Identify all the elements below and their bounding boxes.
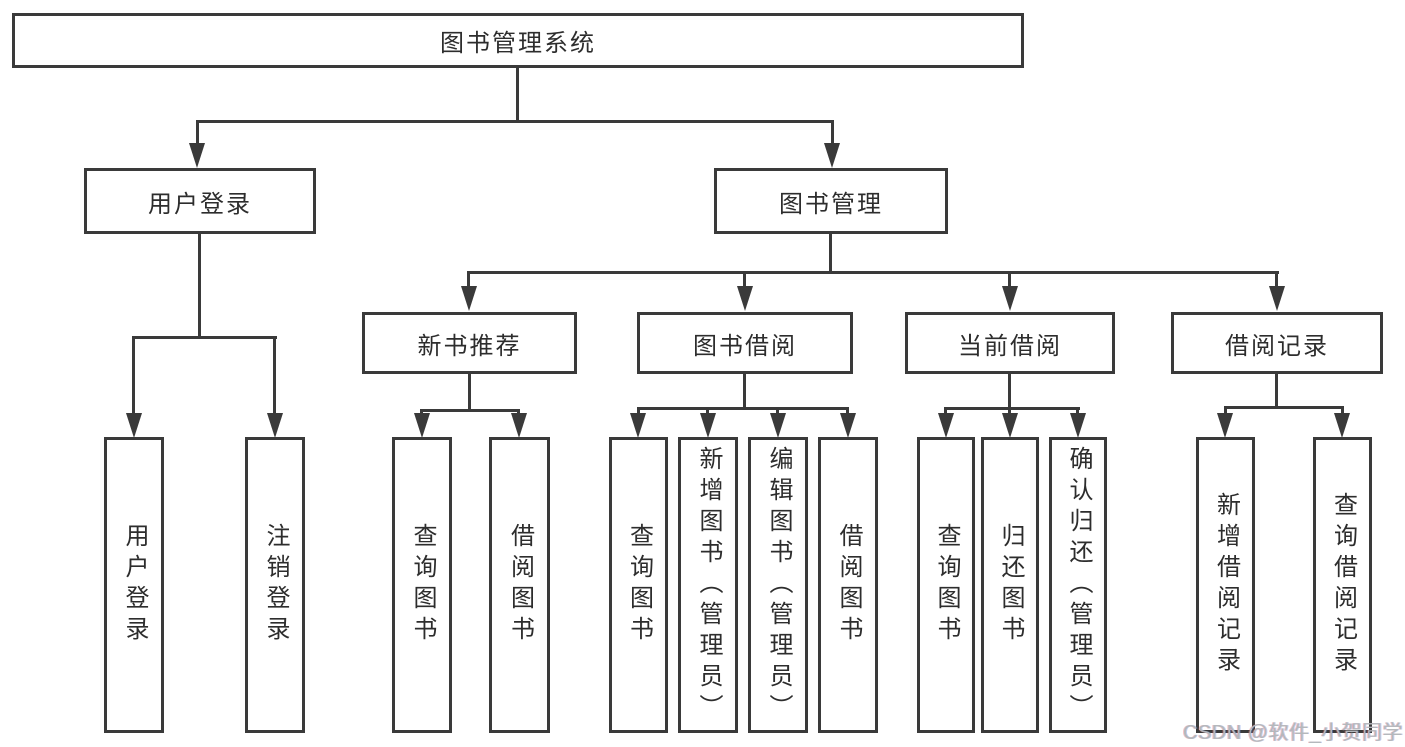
connector-line (637, 407, 849, 410)
leaf-label: 新增借阅记录 (1212, 492, 1240, 678)
arrow-down-icon (824, 143, 840, 168)
connector-line (420, 409, 423, 415)
leaf-confirm-return-admin: 确认归还（管理员） (1049, 437, 1107, 733)
connector-line (776, 407, 779, 415)
leaf-search-books-borrowing: 查询图书 (609, 437, 668, 733)
connector-line (468, 271, 1279, 274)
leaf-borrow-books-borrowing: 借阅图书 (818, 437, 878, 733)
leaf-label: 注销登录 (262, 523, 289, 647)
leaf-label: 借阅图书 (506, 523, 534, 647)
connector-line (467, 271, 470, 290)
connector-line (1224, 406, 1344, 409)
connector-line (831, 120, 834, 146)
node-book-borrowing: 图书借阅 (637, 312, 853, 374)
connector-line (1008, 374, 1011, 407)
connector-line (516, 68, 519, 120)
leaf-label: 用户登录 (121, 523, 148, 647)
connector-line (637, 407, 640, 415)
leaf-label: 确认归还（管理员） (1065, 445, 1092, 725)
arrow-down-icon (267, 413, 283, 438)
arrow-down-icon (700, 413, 716, 438)
connector-line (196, 120, 834, 123)
connector-line (706, 407, 709, 415)
connector-line (468, 374, 471, 409)
arrow-down-icon (1002, 413, 1018, 438)
arrow-down-icon (630, 413, 646, 438)
arrow-down-icon (511, 413, 527, 438)
connector-line (1275, 374, 1278, 406)
node-label: 借阅记录 (1225, 332, 1329, 360)
arrow-down-icon (1070, 413, 1086, 438)
connector-line (132, 336, 135, 415)
leaf-borrow-books-recommend: 借阅图书 (489, 437, 550, 733)
node-label: 用户登录 (148, 190, 252, 218)
connector-line (1008, 407, 1011, 415)
leaf-label: 查询图书 (625, 523, 653, 647)
arrow-down-icon (737, 286, 753, 311)
leaf-search-borrow-record: 查询借阅记录 (1313, 437, 1372, 733)
node-label: 图书借阅 (693, 332, 797, 360)
leaf-label: 新增图书（管理员） (695, 445, 722, 725)
arrow-down-icon (840, 413, 856, 438)
connector-line (132, 336, 277, 339)
leaf-label: 查询图书 (409, 523, 436, 647)
connector-line (1076, 407, 1079, 415)
node-label: 新书推荐 (417, 332, 522, 360)
leaf-return-books: 归还图书 (981, 437, 1039, 733)
leaf-logout: 注销登录 (245, 437, 305, 733)
connector-line (829, 234, 832, 271)
connector-line (1008, 271, 1011, 290)
leaf-search-books-recommend: 查询图书 (392, 437, 452, 733)
leaf-add-borrow-record: 新增借阅记录 (1196, 437, 1255, 733)
node-user-login: 用户登录 (84, 168, 316, 234)
leaf-add-book-admin: 新增图书（管理员） (678, 437, 738, 733)
arrow-down-icon (189, 143, 205, 168)
leaf-user-login: 用户登录 (104, 437, 164, 733)
connector-line (196, 120, 199, 146)
arrow-down-icon (1269, 286, 1285, 311)
connector-line (517, 409, 520, 415)
connector-line (846, 407, 849, 415)
connector-line (944, 407, 947, 415)
arrow-down-icon (938, 413, 954, 438)
leaf-edit-book-admin: 编辑图书（管理员） (748, 437, 808, 733)
connector-line (420, 409, 520, 412)
arrow-down-icon (770, 413, 786, 438)
watermark: CSDN @软件_小贺同学 (1183, 722, 1404, 744)
connector-line (1224, 406, 1227, 415)
leaf-label: 编辑图书（管理员） (765, 445, 792, 725)
connector-line (1275, 271, 1278, 290)
leaf-label: 查询借阅记录 (1329, 492, 1357, 678)
node-borrowing-records: 借阅记录 (1171, 312, 1383, 374)
node-label: 图书管理系统 (440, 30, 596, 57)
leaf-search-books-current: 查询图书 (917, 437, 975, 733)
arrow-down-icon (126, 413, 142, 438)
arrow-down-icon (1334, 413, 1350, 438)
node-current-borrowing: 当前借阅 (905, 312, 1115, 374)
leaf-label: 借阅图书 (835, 523, 862, 647)
arrow-down-icon (414, 413, 430, 438)
leaf-label: 查询图书 (933, 523, 960, 647)
connector-line (198, 234, 201, 336)
leaf-label: 归还图书 (997, 523, 1024, 647)
node-label: 图书管理 (779, 190, 883, 218)
connector-line (743, 374, 746, 407)
connector-line (273, 336, 276, 415)
node-new-book-recommendation: 新书推荐 (362, 312, 577, 374)
node-library-management-system: 图书管理系统 (12, 13, 1024, 68)
node-book-management: 图书管理 (714, 168, 948, 234)
connector-line (1341, 406, 1344, 415)
arrow-down-icon (1002, 286, 1018, 311)
arrow-down-icon (1217, 413, 1233, 438)
node-label: 当前借阅 (958, 332, 1062, 360)
connector-line (944, 407, 1080, 410)
connector-line (743, 271, 746, 290)
arrow-down-icon (461, 286, 477, 311)
